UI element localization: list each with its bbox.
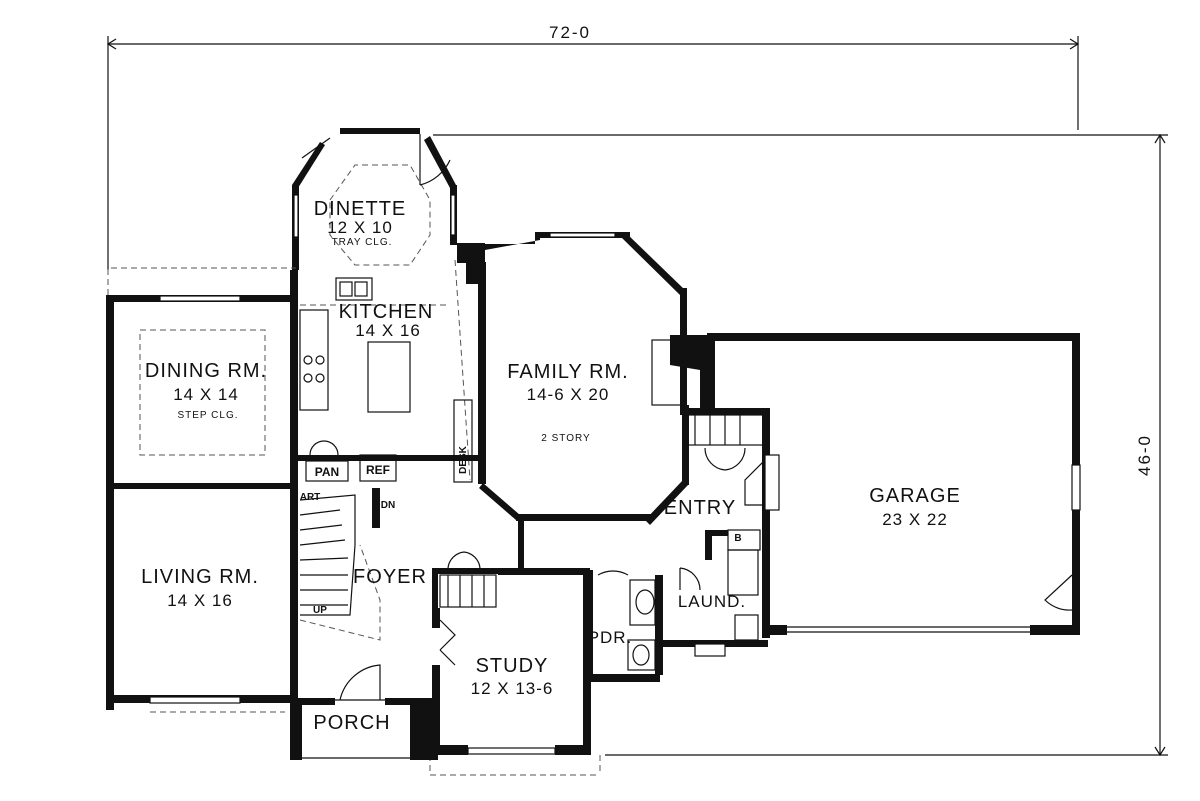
study-size: 12 X 13-6	[471, 679, 554, 698]
kitchen-fixtures	[299, 277, 411, 413]
dinette-bay-walls	[292, 128, 457, 270]
entry-corner-wall	[705, 530, 728, 560]
desk-box	[453, 399, 473, 483]
dining-room-name: DINING RM.	[145, 360, 267, 382]
entry-closet	[680, 408, 768, 471]
powder-room	[585, 570, 663, 682]
dinette-door[interactable]	[419, 134, 451, 186]
garage-entry-wall	[762, 408, 770, 638]
stair-up-label: UP	[313, 605, 327, 616]
overall-width-dimension	[106, 36, 1080, 270]
overall-depth-label: 46-0	[1135, 434, 1154, 476]
living-room-name: LIVING RM.	[141, 566, 259, 588]
laundry-name: LAUND.	[678, 592, 746, 611]
garage-walls	[707, 333, 1081, 635]
dining-room-size: 14 X 14	[173, 385, 239, 404]
dinette-size: 12 X 10	[327, 218, 393, 237]
stair-run	[299, 494, 356, 616]
refrigerator-box	[359, 454, 397, 482]
dinette-tray-ceiling-outline	[329, 164, 431, 266]
entry-door[interactable]	[744, 454, 780, 511]
dining-step-ceiling-outline	[139, 329, 266, 456]
dining-room-note: STEP CLG.	[177, 410, 238, 421]
art-niche-label: ART	[300, 492, 321, 503]
living-room-walls	[106, 270, 298, 713]
dinette-note: TRAY CLG.	[332, 237, 393, 248]
stair-down-label: DN	[381, 500, 395, 511]
desk-label: DESK	[458, 445, 469, 474]
overall-depth-dimension	[433, 133, 1168, 757]
pantry-wall	[292, 455, 482, 461]
kitchen-family-divider	[454, 259, 471, 481]
dining-overhang	[107, 267, 296, 295]
bench-label: B	[734, 533, 741, 544]
living-room-size: 14 X 16	[167, 591, 233, 610]
entry-name: ENTRY	[664, 497, 736, 519]
stair-wall	[372, 488, 380, 528]
foyer-name: FOYER	[353, 566, 427, 588]
refrigerator-label: REF	[366, 463, 390, 477]
pantry-box	[305, 460, 349, 482]
garage-name: GARAGE	[869, 485, 961, 507]
dining-room-walls	[106, 295, 298, 710]
overall-width-label: 72-0	[549, 23, 591, 42]
fireplace	[651, 335, 715, 408]
family-room-name: FAMILY RM.	[507, 361, 629, 383]
porch-name: PORCH	[313, 712, 390, 734]
dinette-name: DINETTE	[314, 198, 407, 220]
pantry-doors[interactable]	[309, 440, 339, 456]
powder-room-name: PDR.	[588, 628, 633, 647]
garage-size: 23 X 22	[882, 510, 948, 529]
family-room-size: 14-6 X 20	[527, 385, 610, 404]
pantry-label: PAN	[315, 465, 339, 479]
kitchen-name: KITCHEN	[339, 301, 434, 323]
family-room-note: 2 STORY	[541, 433, 590, 444]
porch-walls	[290, 664, 438, 760]
foyer-open-outline	[299, 544, 381, 641]
bench-box	[727, 529, 761, 551]
kitchen-size: 14 X 16	[355, 321, 421, 340]
study-column	[518, 520, 524, 570]
study-name: STUDY	[476, 655, 549, 677]
foyer-closet	[432, 551, 502, 608]
